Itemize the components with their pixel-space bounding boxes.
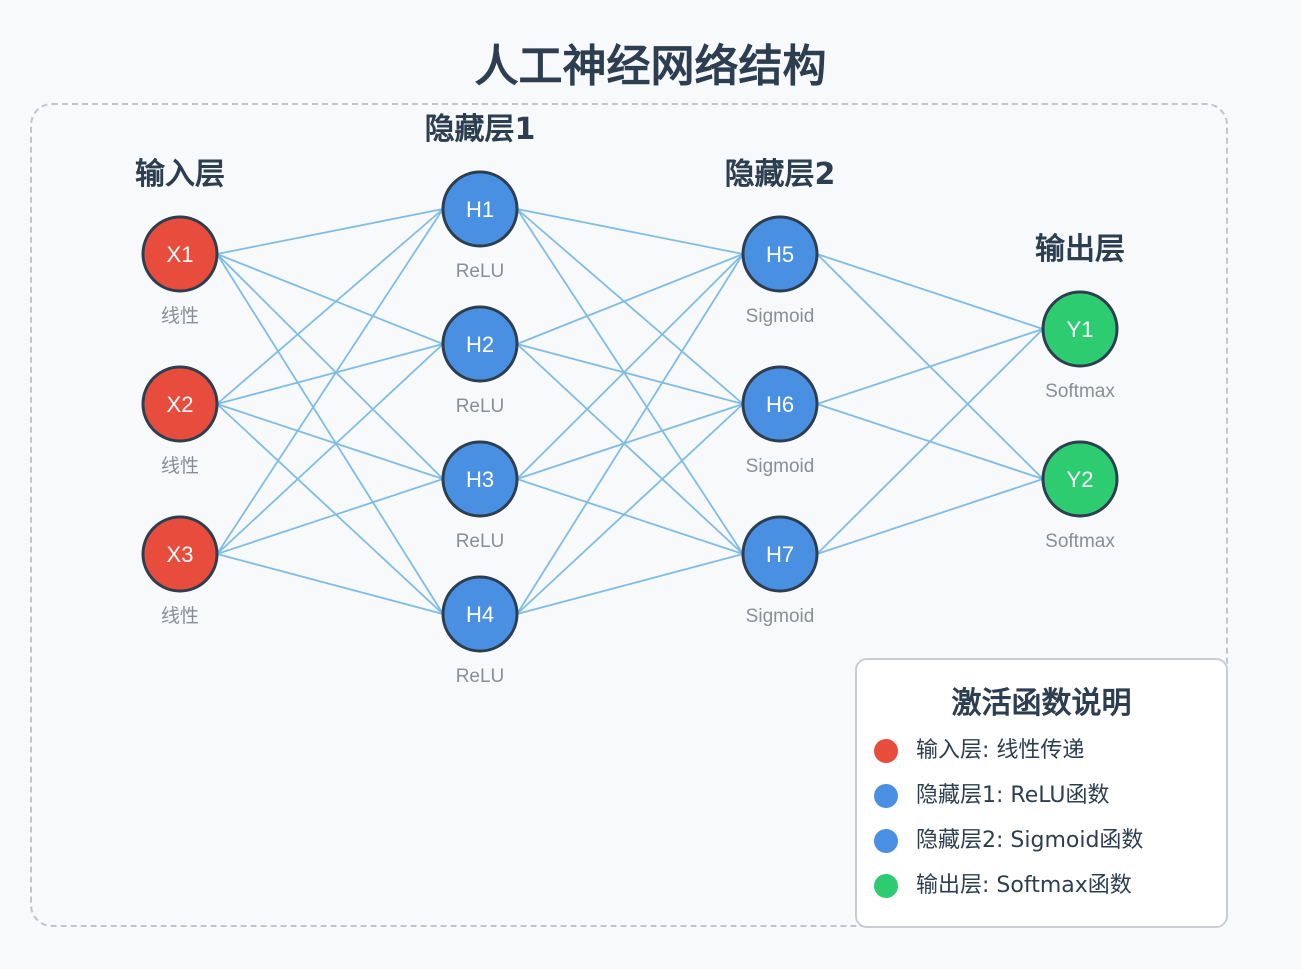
node-h6	[741, 365, 819, 443]
node-h7	[741, 515, 819, 593]
activation-label-h1: ReLU	[456, 261, 505, 282]
connection-x3-h1	[216, 208, 444, 555]
connection-x1-h2	[216, 253, 444, 345]
legend-label: 隐藏层1: ReLU函数	[916, 783, 1110, 808]
node-h4	[441, 575, 519, 653]
activation-label-h2: ReLU	[456, 396, 505, 417]
legend-dot-input	[874, 739, 898, 763]
connection-x1-h4	[216, 253, 444, 615]
activation-label-x3: 线性	[161, 605, 199, 627]
connection-h1-h7	[516, 208, 744, 555]
node-label-h7: H7	[766, 542, 794, 567]
connection-x1-h1	[216, 208, 444, 255]
activation-label-h6: Sigmoid	[746, 456, 815, 477]
legend-title: 激活函数说明	[951, 686, 1132, 721]
connection-x3-h2	[216, 343, 444, 555]
connections	[216, 208, 1044, 615]
activation-label-y2: Softmax	[1045, 531, 1115, 552]
connection-h2-h6	[516, 343, 744, 405]
legend-label: 输出层: Softmax函数	[916, 873, 1132, 898]
activation-label-h4: ReLU	[456, 666, 505, 687]
activation-label-h5: Sigmoid	[746, 306, 815, 327]
connection-x2-h2	[216, 343, 444, 405]
legend-label: 输入层: 线性传递	[916, 738, 1085, 763]
connection-h4-h6	[516, 403, 744, 615]
connection-x1-h3	[216, 253, 444, 480]
connection-x2-h3	[216, 403, 444, 480]
node-label-h3: H3	[466, 467, 494, 492]
diagram-frame	[30, 103, 1228, 927]
node-label-x1: X1	[167, 242, 194, 267]
legend-dot-hidden2	[874, 829, 898, 853]
node-h3	[441, 440, 519, 518]
node-label-x2: X2	[167, 392, 194, 417]
activation-label-h3: ReLU	[456, 531, 505, 552]
layer-title: 输出层	[1035, 232, 1125, 267]
activation-label-y1: Softmax	[1045, 381, 1115, 402]
connection-x3-h4	[216, 553, 444, 615]
connection-h3-h5	[516, 253, 744, 480]
connection-h4-h5	[516, 253, 744, 615]
node-label-y2: Y2	[1067, 467, 1094, 492]
node-label-h5: H5	[766, 242, 794, 267]
node-y1	[1041, 290, 1119, 368]
connection-h2-h7	[516, 343, 744, 555]
connection-x3-h3	[216, 478, 444, 555]
activation-label-h7: Sigmoid	[746, 606, 815, 627]
legend: 激活函数说明 输入层: 线性传递 隐藏层1: ReLU函数 隐藏层2: Sigm…	[855, 658, 1228, 928]
legend-dot-hidden1	[874, 784, 898, 808]
layer-title: 输入层	[135, 157, 225, 192]
node-x3	[141, 515, 219, 593]
connection-h2-h5	[516, 253, 744, 345]
layer-title: 隐藏层1	[425, 112, 536, 147]
node-label-x3: X3	[167, 542, 194, 567]
connection-h5-y1	[816, 253, 1044, 330]
connection-h7-y2	[816, 478, 1044, 555]
node-h5	[741, 215, 819, 293]
connection-h1-h6	[516, 208, 744, 405]
connection-h3-h7	[516, 478, 744, 555]
node-label-h2: H2	[466, 332, 494, 357]
page-title: 人工神经网络结构	[474, 41, 827, 92]
node-y2	[1041, 440, 1119, 518]
connection-h6-y1	[816, 328, 1044, 405]
layer-1: 输入层 X1 线性 X2 线性 X3 线性	[135, 157, 225, 627]
node-h2	[441, 305, 519, 383]
node-x2	[141, 365, 219, 443]
legend-dot-output	[874, 874, 898, 898]
node-label-h4: H4	[466, 602, 494, 627]
connection-x2-h4	[216, 403, 444, 615]
activation-label-x1: 线性	[161, 305, 199, 327]
connection-h7-y1	[816, 328, 1044, 555]
node-label-h1: H1	[466, 197, 494, 222]
connection-h1-h5	[516, 208, 744, 255]
layer-title: 隐藏层2	[725, 157, 836, 192]
node-label-h6: H6	[766, 392, 794, 417]
connection-h4-h7	[516, 553, 744, 615]
node-label-y1: Y1	[1067, 317, 1094, 342]
connection-h3-h6	[516, 403, 744, 480]
connection-x2-h1	[216, 208, 444, 405]
activation-label-x2: 线性	[161, 455, 199, 477]
node-h1	[441, 170, 519, 248]
legend-label: 隐藏层2: Sigmoid函数	[916, 828, 1144, 853]
node-x1	[141, 215, 219, 293]
